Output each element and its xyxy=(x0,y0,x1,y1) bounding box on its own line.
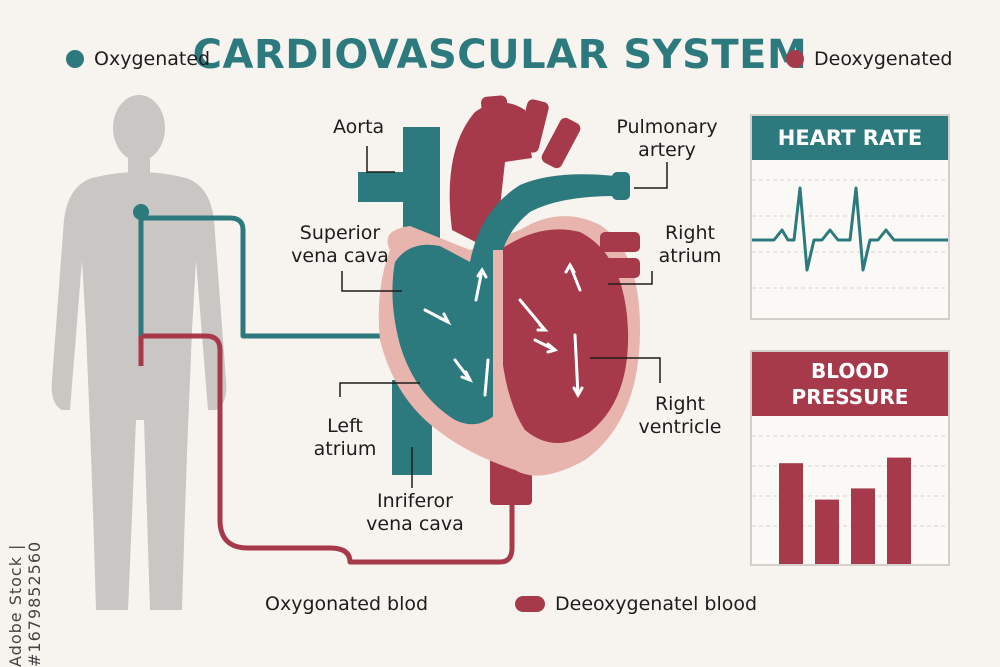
label-pulmonary-artery: Pulmonary artery xyxy=(616,116,718,161)
red-pill-icon xyxy=(515,596,545,612)
heart xyxy=(358,95,640,505)
legend-oxygenated-label: Oxygenated xyxy=(94,48,211,70)
teal-dot-icon xyxy=(66,50,84,68)
label-superior-vena-cava: Superior vena cava xyxy=(291,222,389,267)
legend-bottom-deoxygenated: Deeoxygenatel blood xyxy=(515,593,757,615)
label-leader-lines xyxy=(339,146,668,488)
heart-rate-title: HEART RATE xyxy=(752,116,948,160)
legend-bottom-deoxygenated-label: Deeoxygenatel blood xyxy=(555,593,758,615)
blood-pressure-bar xyxy=(779,463,803,564)
legend-deoxygenated-label: Deoxygenated xyxy=(814,48,953,70)
body-vessels xyxy=(138,212,515,565)
label-left-atrium: Left atrium xyxy=(313,415,377,460)
label-right-ventricle: Right ventricle xyxy=(638,393,722,438)
red-dot-icon xyxy=(786,50,804,68)
legend-deoxygenated: Deoxygenated xyxy=(786,48,952,70)
heart-rate-panel: HEART RATE xyxy=(750,114,950,320)
blood-pressure-bar xyxy=(815,499,839,564)
legend-oxygenated: Oxygenated xyxy=(66,48,210,70)
page-title: CARDIOVASCULAR SYSTEM xyxy=(192,32,808,78)
legend-bottom-oxygenated: Oxygonated blod xyxy=(265,593,428,615)
blood-pressure-title: BLOOD PRESSURE xyxy=(752,352,948,416)
blood-pressure-bar xyxy=(851,488,875,564)
legend-bottom-oxygenated-label: Oxygonated blod xyxy=(265,593,429,615)
label-right-atrium: Right atrium xyxy=(658,222,722,267)
blood-pressure-bar xyxy=(887,457,911,564)
label-inferior-vena-cava: Inriferor vena cava xyxy=(366,490,464,535)
label-aorta: Aorta xyxy=(333,116,385,138)
blood-pressure-bars xyxy=(752,435,948,564)
flow-arrows xyxy=(423,261,584,399)
heart-rate-trace xyxy=(752,179,948,289)
blood-pressure-panel: BLOOD PRESSURE xyxy=(750,350,950,566)
human-body-silhouette xyxy=(51,95,227,610)
